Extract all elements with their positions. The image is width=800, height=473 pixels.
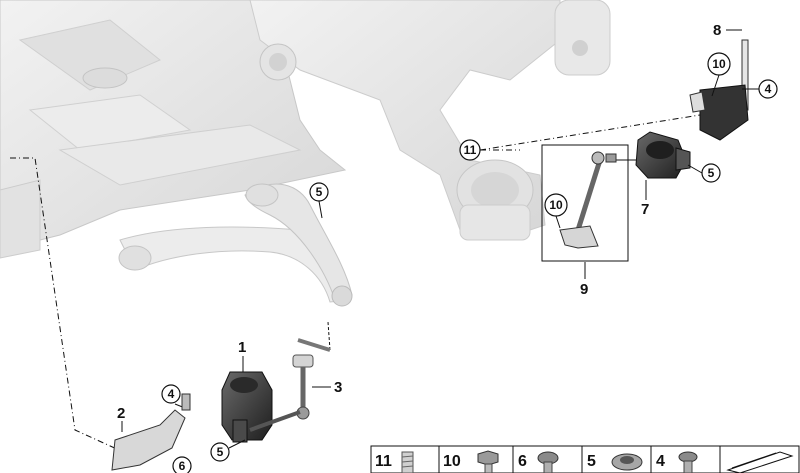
circled-callout-6a: 6 xyxy=(172,456,192,473)
underbody-panel xyxy=(0,0,347,259)
circled-callout-5b: 5 xyxy=(210,439,246,462)
part-8-bracket-rod xyxy=(689,39,749,141)
rear-subframe xyxy=(249,0,611,241)
svg-text:4: 4 xyxy=(168,387,175,401)
svg-text:5: 5 xyxy=(587,453,596,470)
plain-callouts: 1 2 3 7 8 9 xyxy=(117,22,742,432)
circled-callout-4b: 4 xyxy=(742,79,778,99)
hex-flange-bolt-icon xyxy=(477,450,499,473)
legend-item-10: 10 xyxy=(443,450,499,473)
svg-text:10: 10 xyxy=(443,453,461,470)
svg-text:6: 6 xyxy=(179,459,186,473)
part-7-height-sensor xyxy=(635,131,691,179)
callout-9: 9 xyxy=(580,281,588,298)
part-1-height-sensor xyxy=(221,371,273,443)
control-arm xyxy=(118,183,353,307)
circled-callout-5c: 5 xyxy=(687,163,721,183)
circled-callouts: 5 4 6 5 10 4 11 xyxy=(161,52,778,473)
circled-callout-10b: 10 xyxy=(544,193,568,229)
svg-text:6: 6 xyxy=(518,453,527,470)
circled-callout-11a: 11 xyxy=(459,139,481,161)
parts-legend: 11 10 6 5 xyxy=(370,445,800,473)
legend-item-5: 5 xyxy=(587,453,643,471)
callout-2: 2 xyxy=(117,405,125,422)
part-3-linkage-rod xyxy=(249,338,331,432)
svg-text:4: 4 xyxy=(656,453,665,470)
flange-nut-icon xyxy=(611,453,643,471)
callout-8: 8 xyxy=(713,22,721,39)
part-2-bracket xyxy=(111,393,191,471)
svg-text:11: 11 xyxy=(375,453,392,470)
legend-item-11: 11 xyxy=(375,451,414,473)
svg-text:5: 5 xyxy=(316,185,323,199)
svg-text:11: 11 xyxy=(464,143,477,157)
legend-item-4: 4 xyxy=(656,451,698,473)
callout-3: 3 xyxy=(334,379,342,396)
svg-text:5: 5 xyxy=(217,445,224,459)
circled-callout-4a: 4 xyxy=(161,384,181,404)
torx-screw-icon xyxy=(537,451,559,473)
circled-callout-10a: 10 xyxy=(707,52,731,97)
legend-item-6: 6 xyxy=(518,451,559,473)
callout-7: 7 xyxy=(641,201,649,218)
svg-text:10: 10 xyxy=(549,198,563,212)
circled-callout-5a: 5 xyxy=(309,182,329,219)
svg-text:10: 10 xyxy=(712,57,726,71)
parts-list-arrow-icon xyxy=(726,451,794,473)
svg-text:5: 5 xyxy=(708,166,715,180)
threaded-insert-icon xyxy=(401,451,414,473)
part-9-linkage-kit xyxy=(541,144,629,262)
torx-screw-icon xyxy=(678,451,698,473)
callout-1: 1 xyxy=(238,339,246,356)
svg-text:4: 4 xyxy=(765,82,772,96)
